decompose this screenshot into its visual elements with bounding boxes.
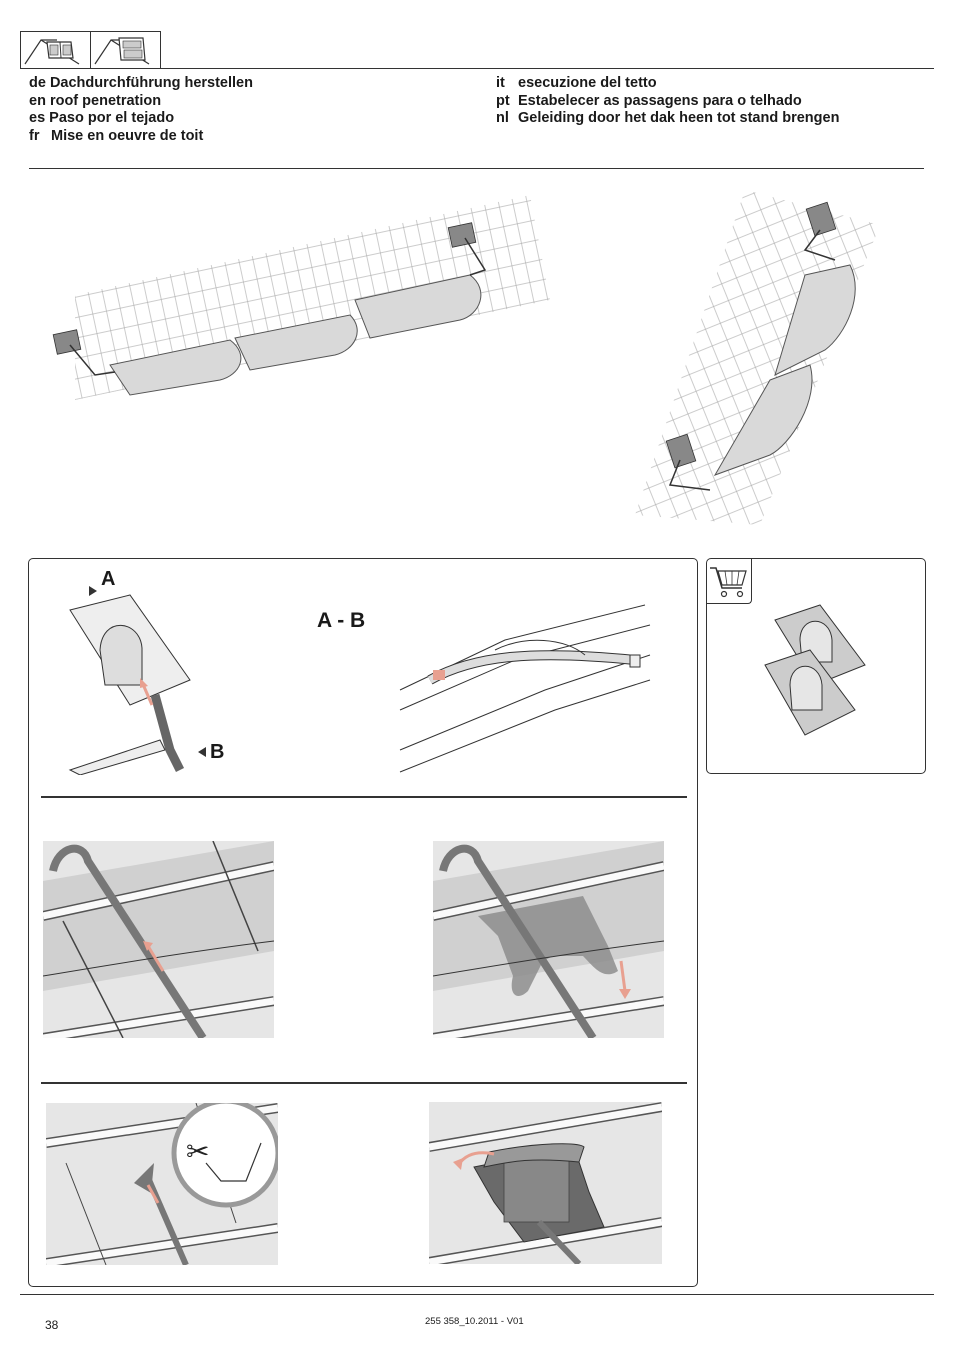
document-reference: 255 358_10.2011 - V01 [425,1316,524,1327]
label-b: B [210,741,225,763]
step-divider [41,1082,687,1084]
section-view-illustration [395,600,655,775]
title-de: de Dachdurchführung herstellen [29,75,253,91]
page-number: 38 [45,1318,59,1332]
roof-window-icon [91,32,160,68]
title-en: en roof penetration [29,92,162,109]
accessory-frame [706,558,926,774]
roof-window-icon [21,32,91,68]
marker-a-arrow [89,586,97,596]
roof-landscape-illustration [50,180,560,405]
header-rule [20,68,934,69]
label-a: A [101,568,116,590]
scissors-icon: ✂ [186,1135,209,1168]
step-photo-pipe-under-tile [43,841,274,1038]
title-es: es Paso por el tejado [29,110,175,126]
label-a-b: A - B [317,609,366,632]
title-rule [29,168,924,169]
shopping-cart-icon [706,558,752,604]
tile-pipe-illustration [60,590,200,776]
step-photo-flashing [433,841,664,1038]
marker-b-arrow [198,747,206,757]
roof-portrait-illustration [630,185,890,530]
step-photo-fold-membrane [429,1102,662,1264]
step-divider [41,796,687,798]
instruction-frame [28,558,698,1287]
step-photo-cut-membrane: ✂ [46,1103,278,1265]
title-list-left: de Dachdurchführung herstellen en roof p… [29,75,253,145]
header-icon-box [20,31,161,69]
accessory-tiles-illustration [760,600,870,740]
footer-rule [20,1294,934,1295]
